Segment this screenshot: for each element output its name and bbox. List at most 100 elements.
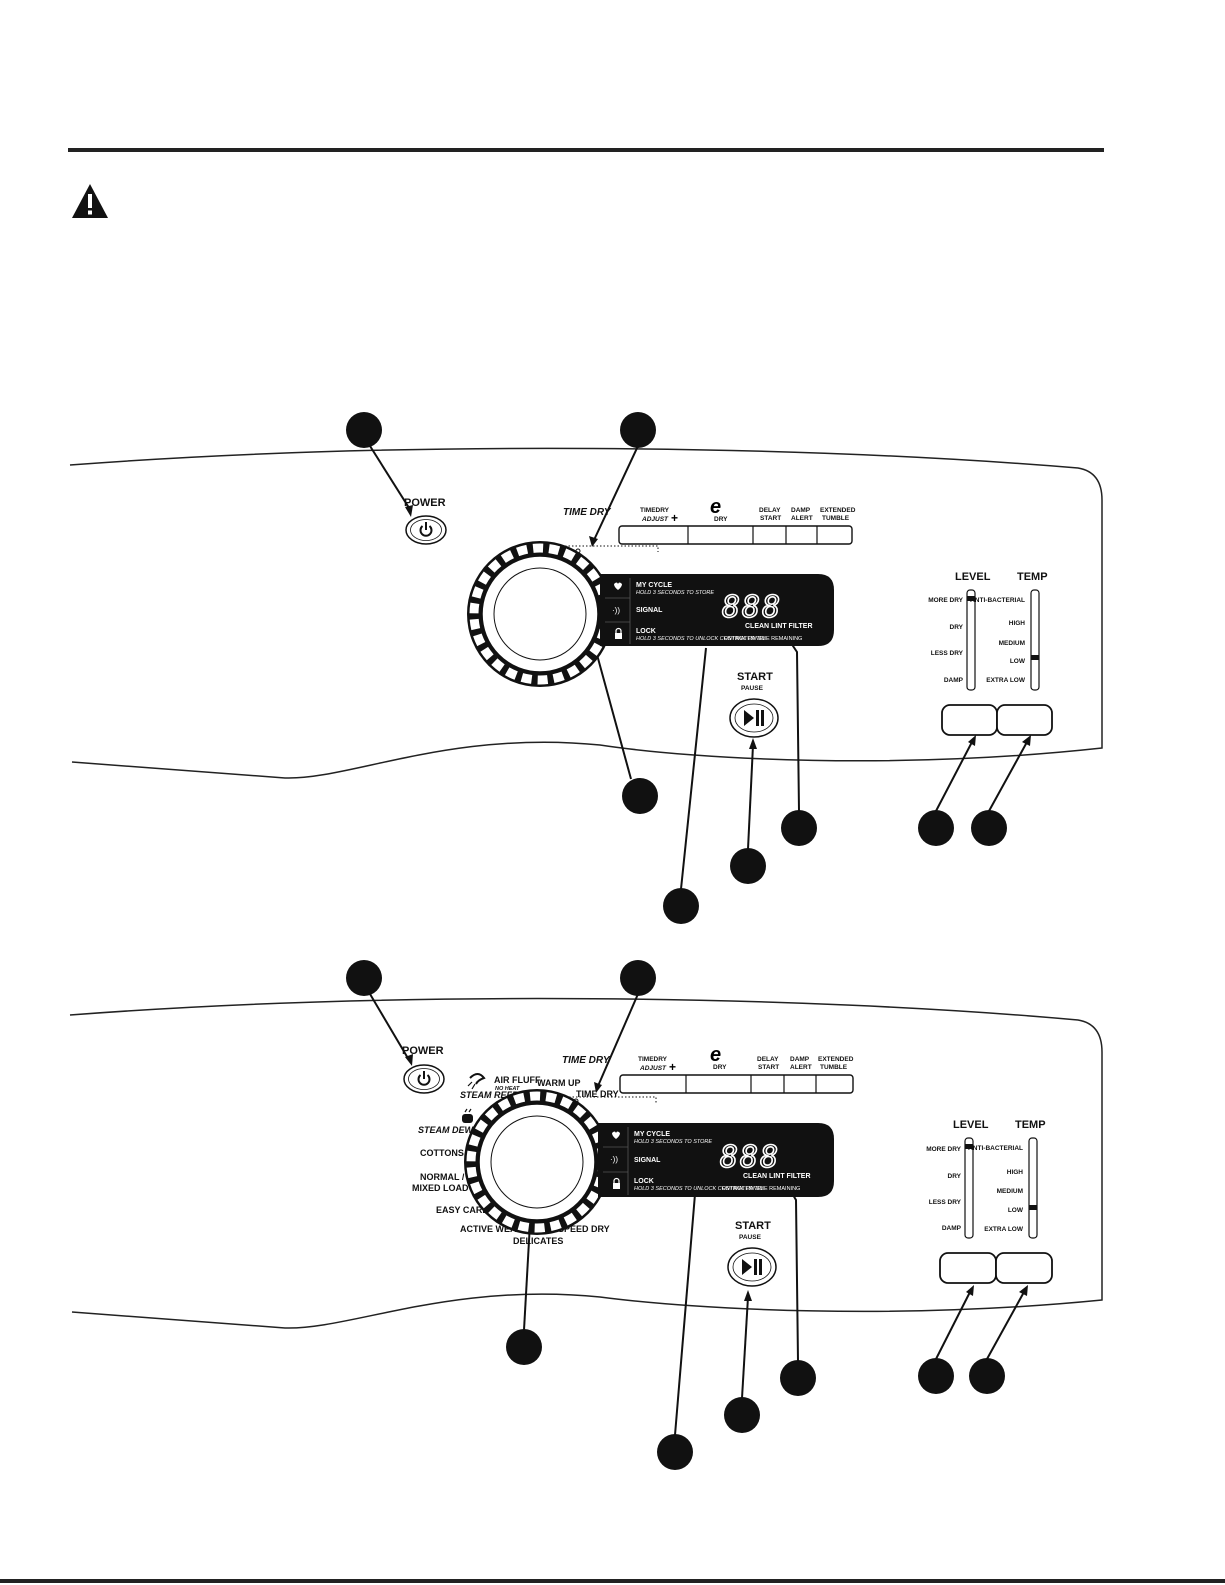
- play-pause-icon: [744, 710, 764, 726]
- lock-hint: Hold 3 seconds to unlock control panel: [634, 1186, 764, 1192]
- level-indicator: [967, 596, 975, 601]
- steam-dewrinkle-icon: [462, 1108, 473, 1123]
- lock-icon[interactable]: [615, 627, 622, 640]
- cycle-cottons[interactable]: Cottons: [420, 1148, 464, 1158]
- start-pause-button[interactable]: [727, 1247, 777, 1287]
- temp-option: High: [1007, 1169, 1024, 1176]
- lock-icon[interactable]: [613, 1177, 620, 1190]
- my-cycle-hint: Hold 3 seconds to store: [634, 1139, 712, 1145]
- temp-option: Anti-Bacterial: [968, 1145, 1023, 1152]
- callout-level: [918, 810, 954, 846]
- start-label-small: Start: [758, 1064, 779, 1071]
- cycle-normal[interactable]: Normal /: [420, 1172, 465, 1182]
- time-dry-label: Time Dry: [563, 507, 612, 518]
- alert-label: Alert: [791, 515, 813, 522]
- plus-icon: +: [669, 1060, 676, 1074]
- level-button[interactable]: [941, 704, 998, 736]
- start-label: Start: [737, 671, 773, 683]
- temp-option: High: [1009, 620, 1026, 627]
- cycle-steam-refresh[interactable]: Steam Refresh: [460, 1090, 538, 1100]
- timedry-adjust-button[interactable]: [620, 1075, 686, 1093]
- power-icon: [419, 522, 433, 537]
- temp-option: Low: [1010, 658, 1026, 665]
- signal-icon[interactable]: ·)): [610, 1155, 618, 1164]
- extended-tumble-button[interactable]: [816, 1075, 853, 1093]
- temp-option: Anti-Bacterial: [970, 597, 1025, 604]
- callout-my-cycle: [663, 888, 699, 924]
- temp-option: Medium: [997, 1188, 1023, 1195]
- tumble-label: Tumble: [822, 515, 850, 522]
- display-panel: ·)) My Cycle Hold 3 seconds to store Sig…: [600, 574, 834, 646]
- timedry-adjust-label: TimeDry: [640, 507, 670, 514]
- my-cycle-label: My Cycle: [634, 1131, 670, 1138]
- heart-icon[interactable]: [612, 1131, 620, 1140]
- edry-button[interactable]: [688, 526, 753, 544]
- display-panel: ·)) My Cycle Hold 3 seconds to store Sig…: [598, 1123, 834, 1197]
- power-button[interactable]: [405, 515, 447, 545]
- warning-icon: [72, 184, 108, 218]
- damp-alert-button[interactable]: [786, 526, 817, 544]
- power-label: Power: [404, 497, 446, 509]
- time-dry-label: Time Dry: [562, 1055, 611, 1066]
- temp-button[interactable]: [995, 1252, 1053, 1284]
- cycle-delicates[interactable]: Delicates: [513, 1236, 563, 1246]
- delay-label: Delay: [759, 507, 781, 514]
- clean-lint-filter-indicator: Clean Lint Filter: [743, 1173, 811, 1180]
- temp-option: Extra Low: [984, 1226, 1024, 1233]
- level-option: More Dry: [928, 597, 963, 604]
- callout-temp: [971, 810, 1007, 846]
- cycle-selector-knob[interactable]: [464, 1089, 610, 1235]
- temp-option: Low: [1008, 1207, 1024, 1214]
- timedry-adjust-button[interactable]: [619, 526, 688, 544]
- no-heat-label: No Heat: [495, 1086, 520, 1092]
- level-option: Less Dry: [929, 1199, 962, 1206]
- temp-title: Temp: [1015, 1119, 1046, 1131]
- temp-indicator: [1029, 1205, 1037, 1210]
- damp-alert-button[interactable]: [784, 1075, 816, 1093]
- cycle-air-fluff[interactable]: Air Fluff: [494, 1075, 541, 1085]
- damp-label: Damp: [790, 1056, 810, 1063]
- signal-icon[interactable]: ·)): [612, 606, 620, 615]
- callout-my-cycle: [657, 1434, 693, 1470]
- extended-label: Extended: [818, 1056, 854, 1063]
- level-option: More Dry: [926, 1146, 961, 1153]
- edry-label: Dry: [713, 1064, 727, 1071]
- start-pause-button[interactable]: [729, 698, 779, 738]
- cycle-time-dry[interactable]: Time Dry: [576, 1089, 619, 1099]
- cycle-steam-dewrinkle[interactable]: Steam DeWrinkle: [418, 1125, 507, 1135]
- e-icon: e: [710, 496, 721, 518]
- cycle-mixed-load[interactable]: Mixed Load: [412, 1183, 469, 1193]
- footer-rule: [0, 1579, 1225, 1583]
- delay-start-button[interactable]: [753, 526, 786, 544]
- lock-label: Lock: [634, 1178, 654, 1185]
- alert-label: Alert: [790, 1064, 812, 1071]
- temp-track: [1030, 589, 1040, 691]
- extended-tumble-button[interactable]: [817, 526, 852, 544]
- callout-display: [780, 1360, 816, 1396]
- temp-track: [1028, 1137, 1038, 1239]
- heart-icon[interactable]: [614, 582, 622, 591]
- power-button[interactable]: [403, 1064, 445, 1094]
- callout-cycle-knob: [506, 1329, 542, 1365]
- edry-label: Dry: [714, 516, 728, 523]
- callout-display: [781, 810, 817, 846]
- timedry-adjust-sub: Adjust: [641, 516, 669, 523]
- cycle-active-wear[interactable]: Active Wear: [460, 1224, 524, 1234]
- cycle-warm-up[interactable]: Warm Up: [537, 1078, 581, 1088]
- level-button[interactable]: [939, 1252, 997, 1284]
- temp-option: Medium: [999, 640, 1025, 647]
- my-cycle-hint: Hold 3 seconds to store: [636, 590, 714, 596]
- temp-button[interactable]: [996, 704, 1053, 736]
- header-rule: [68, 148, 1104, 152]
- cycle-selector-knob[interactable]: [467, 541, 613, 687]
- pause-label: Pause: [739, 1234, 762, 1241]
- cycle-easy-care[interactable]: Easy Care: [436, 1205, 488, 1215]
- level-option: Dry: [948, 1173, 962, 1180]
- temp-option: Extra Low: [986, 677, 1026, 684]
- cycle-speed-dry[interactable]: Speed Dry: [558, 1224, 610, 1234]
- edry-button[interactable]: [686, 1075, 751, 1093]
- estimated-time-label: Estimated Time Remaining: [724, 636, 802, 642]
- level-track: [964, 1137, 974, 1239]
- delay-start-button[interactable]: [751, 1075, 784, 1093]
- timedry-adjust-label: TimeDry: [638, 1056, 668, 1063]
